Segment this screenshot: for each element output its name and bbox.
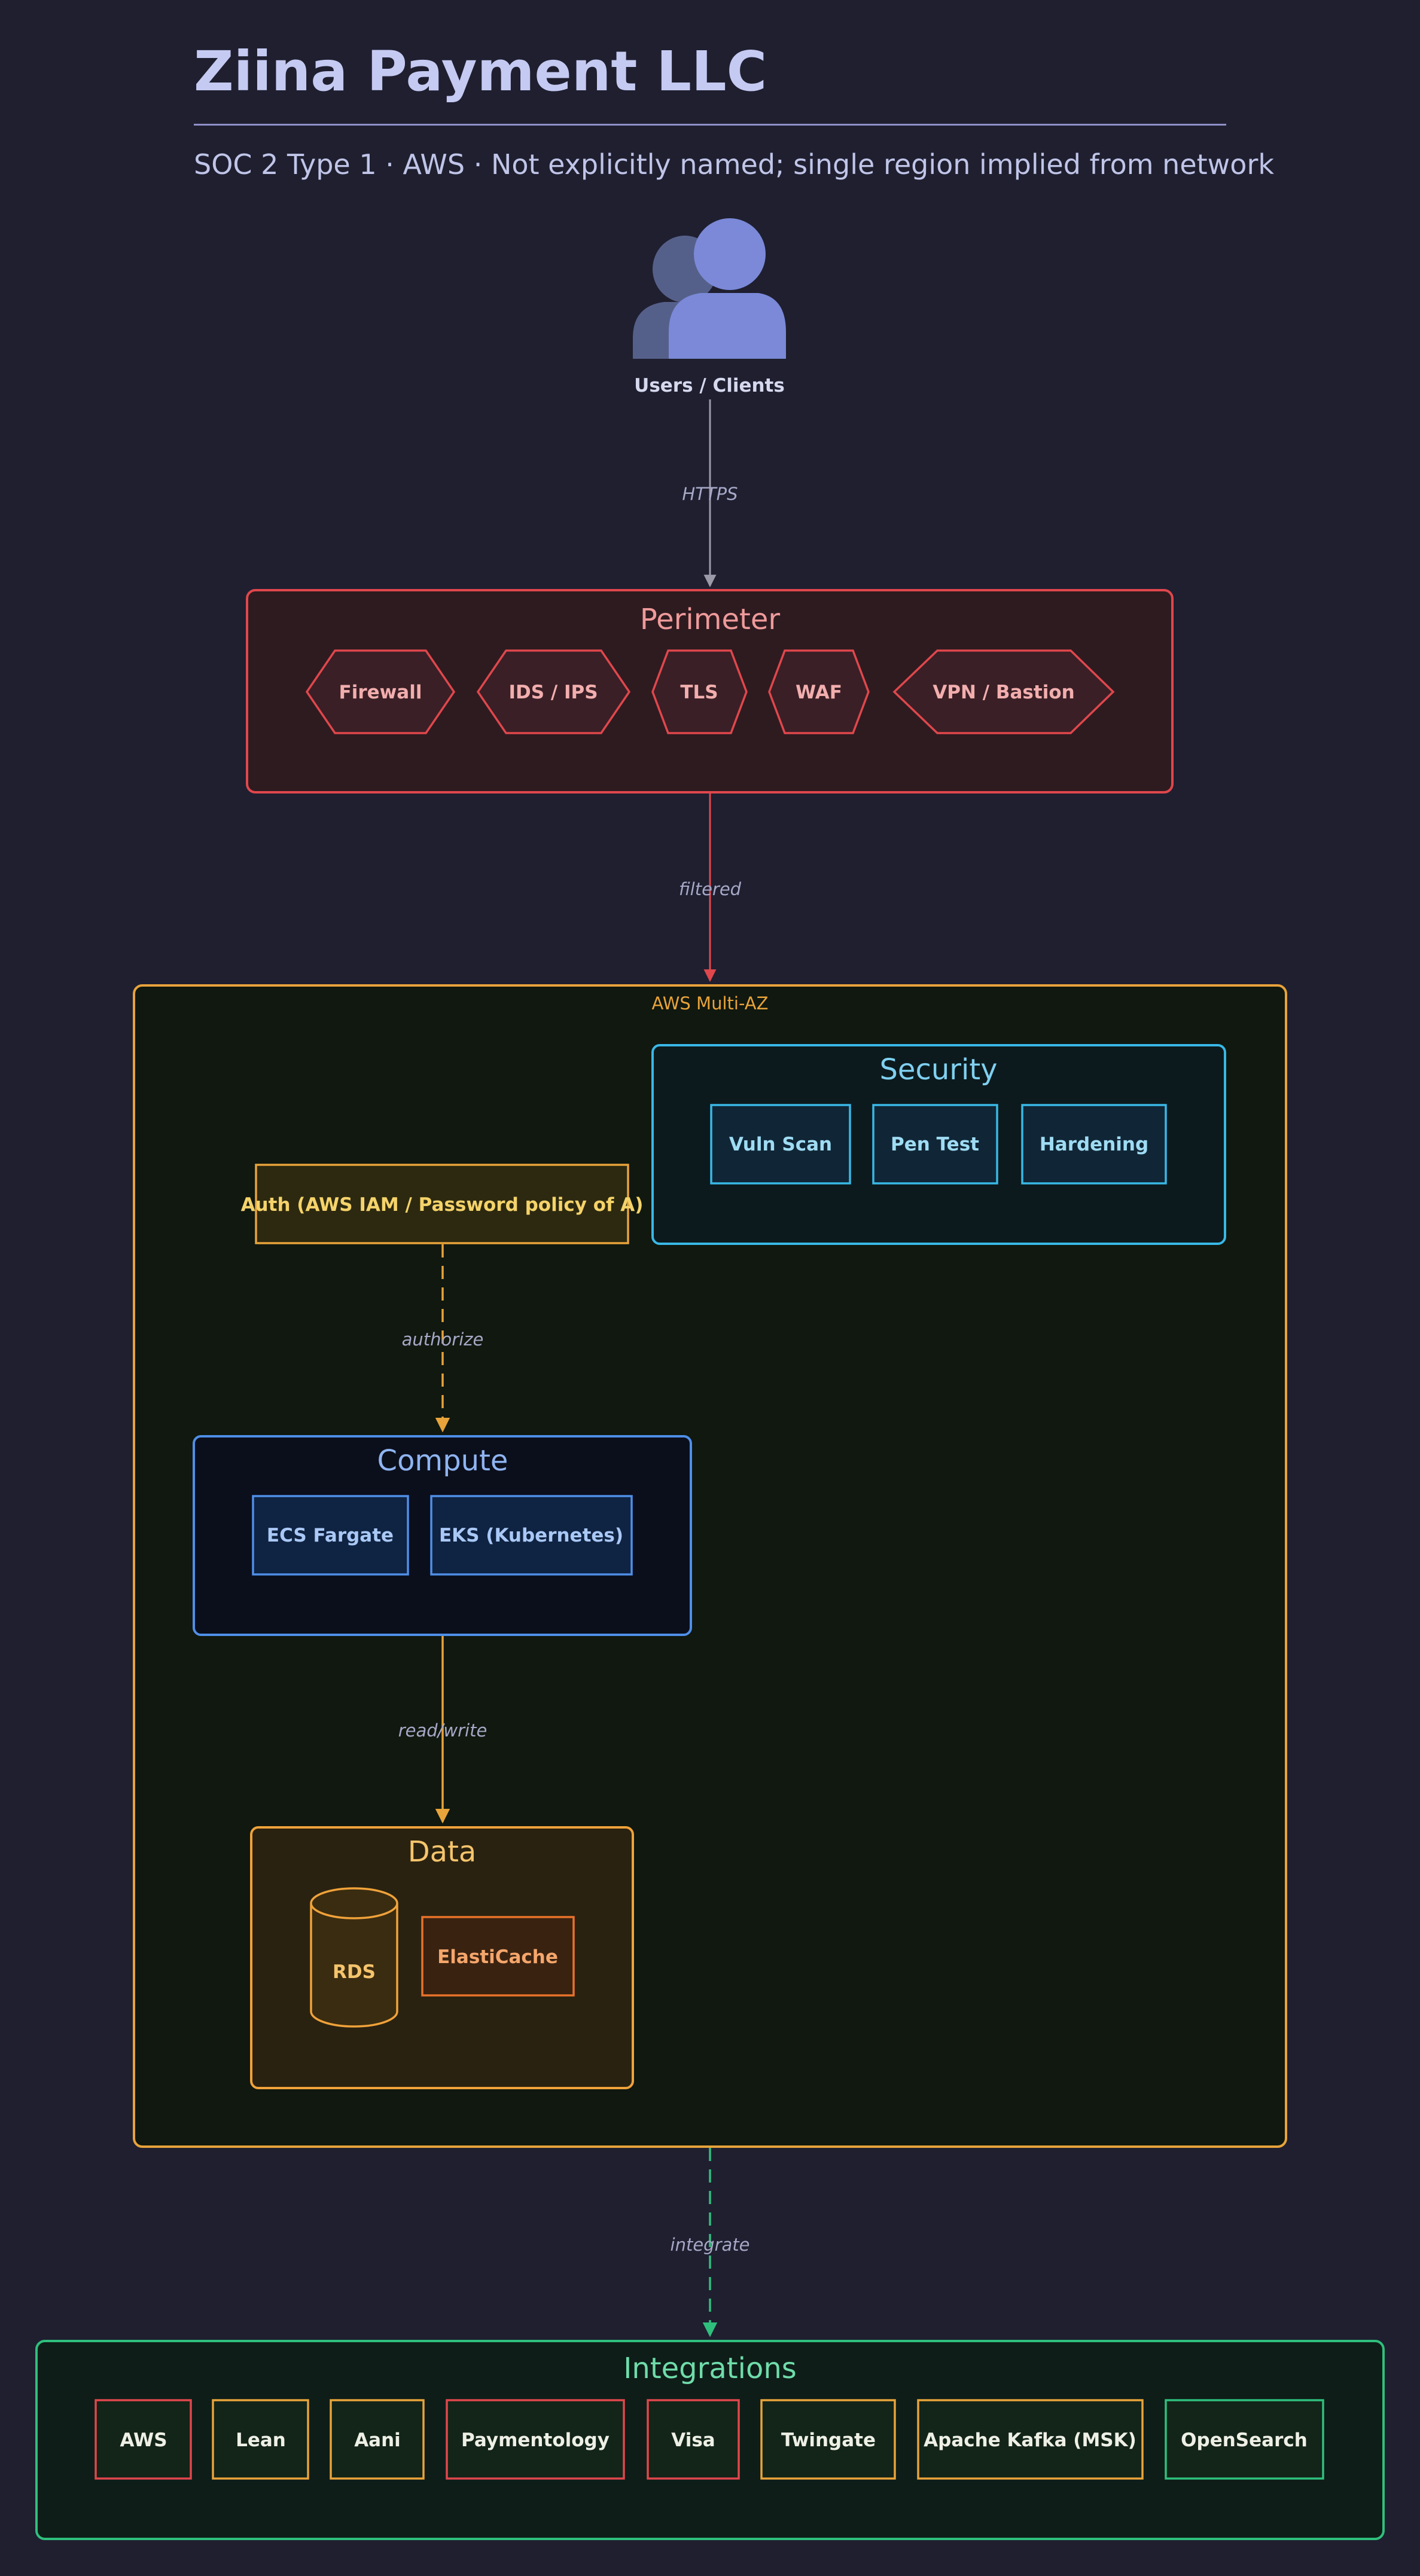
compute-label-ecs-fargate: ECS Fargate [267,1525,394,1546]
edge-authorize-label: authorize [402,1329,484,1350]
users-label: Users / Clients [634,375,785,396]
users-icon [633,218,786,359]
security-node-hardening: Hardening [1021,1104,1167,1185]
integration-node-opensearch: OpenSearch [1165,2399,1324,2480]
edge-https-label: HTTPS [682,484,738,504]
page-subtitle: SOC 2 Type 1 · AWS · Not explicitly name… [194,148,1274,181]
perimeter-title: Perimeter [640,603,780,636]
compute-title: Compute [377,1444,508,1478]
security-label-vuln-scan: Vuln Scan [729,1134,832,1155]
data-node-elasticache: ElastiCache [421,1916,575,1997]
compute-node-eks: EKS (Kubernetes) [430,1495,633,1576]
security-label-pen-test: Pen Test [891,1134,979,1155]
perimeter-node-firewall: Firewall [305,649,456,734]
perimeter-node-waf: WAF [768,649,870,734]
integration-label-aws: AWS [120,2430,167,2451]
edge-read-write-label: read/write [398,1720,487,1741]
security-title: Security [879,1053,997,1086]
perimeter-node-vpn-bastion: VPN / Bastion [892,649,1115,734]
security-node-vuln-scan: Vuln Scan [710,1104,851,1185]
perimeter-node-tls: TLS [651,649,748,734]
security-label-hardening: Hardening [1040,1134,1148,1155]
auth-label: Auth (AWS IAM / Password policy of A) [241,1194,644,1216]
edge-filtered-label: filtered [679,879,742,899]
perimeter-label-firewall: Firewall [339,682,422,703]
integrations-title: Integrations [623,2352,797,2385]
page-title: Ziina Payment LLC [194,39,767,103]
data-label-elasticache: ElastiCache [437,1946,558,1968]
security-node-pen-test: Pen Test [872,1104,998,1185]
compute-node-ecs-fargate: ECS Fargate [252,1495,409,1576]
compute-label-eks: EKS (Kubernetes) [439,1525,623,1546]
integration-label-twingate: Twingate [781,2430,876,2451]
edge-integrate-label: integrate [671,2235,750,2255]
perimeter-label-tls: TLS [680,682,718,703]
data-title: Data [408,1835,477,1869]
integration-node-paymentology: Paymentology [446,2399,625,2480]
perimeter-label-ids-ips: IDS / IPS [508,682,598,703]
perimeter-label-waf: WAF [796,682,842,703]
integration-node-aws: AWS [95,2399,192,2480]
integration-label-opensearch: OpenSearch [1181,2430,1308,2451]
data-label-rds: RDS [333,1961,376,1983]
integration-node-kafka: Apache Kafka (MSK) [917,2399,1144,2480]
title-divider [194,124,1226,126]
database-icon [310,1887,398,2028]
integration-node-twingate: Twingate [760,2399,896,2480]
aws-multi-az-label: AWS Multi-AZ [652,993,769,1014]
integration-node-lean: Lean [212,2399,309,2480]
integration-label-paymentology: Paymentology [461,2430,610,2451]
perimeter-label-vpn-bastion: VPN / Bastion [933,682,1074,703]
integration-label-aani: Aani [354,2430,401,2451]
integration-label-visa: Visa [671,2430,715,2451]
integration-node-aani: Aani [330,2399,425,2480]
perimeter-node-ids-ips: IDS / IPS [476,649,631,734]
integration-label-kafka: Apache Kafka (MSK) [924,2430,1136,2451]
integration-label-lean: Lean [236,2430,286,2451]
integration-node-visa: Visa [647,2399,740,2480]
auth-node: Auth (AWS IAM / Password policy of A) [241,1164,644,1244]
